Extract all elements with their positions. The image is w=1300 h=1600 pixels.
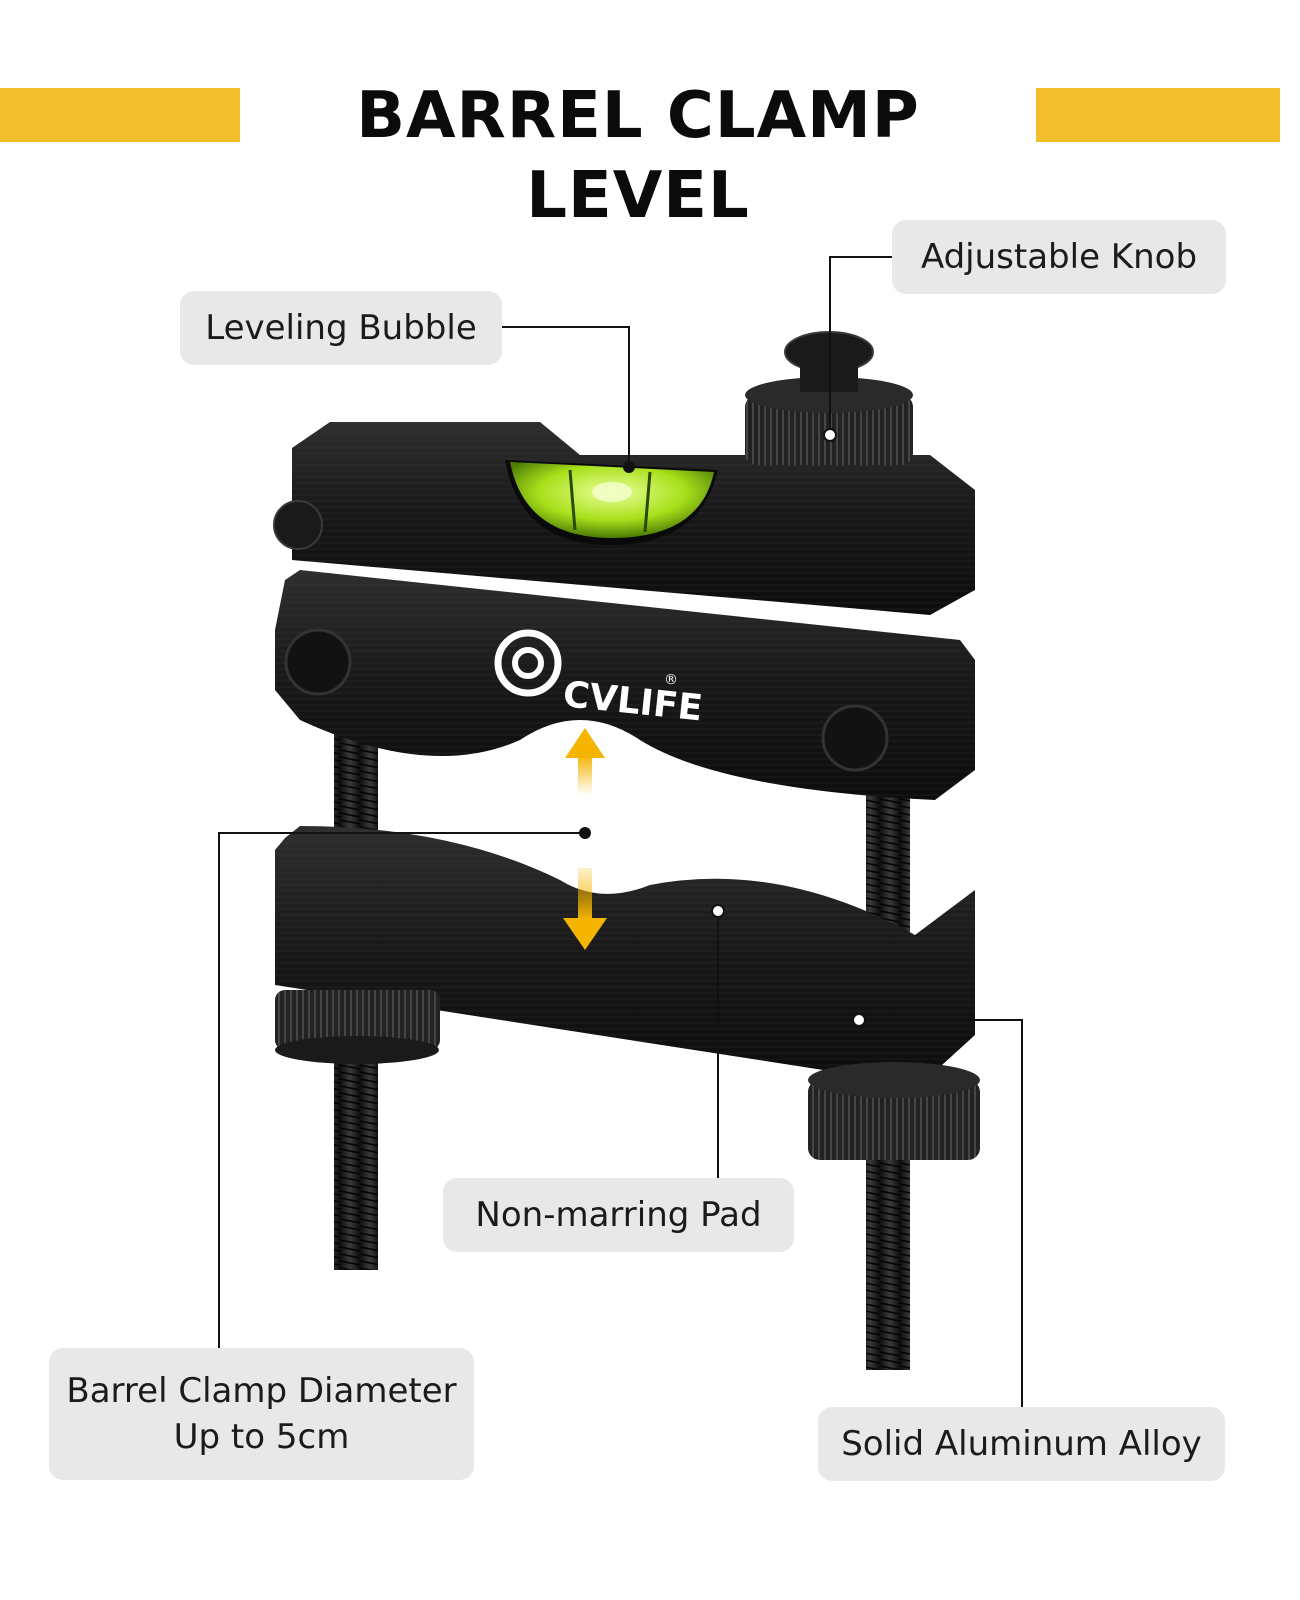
bottom-knob-right (808, 1062, 980, 1160)
callout-aluminum-alloy: Solid Aluminum Alloy (818, 1407, 1225, 1481)
leader-diameter (218, 832, 585, 1348)
callout-adjustable-knob: Adjustable Knob (892, 220, 1226, 294)
clamp-down-arrow (563, 868, 607, 950)
side-pin (273, 500, 323, 550)
leader-knob (829, 256, 892, 435)
leader-bubble (502, 326, 630, 467)
middle-jaw: CVLIFE ® (275, 570, 975, 800)
leader-alloy (859, 1019, 1023, 1407)
dot-knob (823, 428, 837, 442)
callout-non-marring-pad: Non-marring Pad (443, 1178, 794, 1252)
callout-non-marring-pad-text: Non-marring Pad (475, 1195, 762, 1235)
dot-diameter (579, 827, 591, 839)
callout-aluminum-alloy-text: Solid Aluminum Alloy (841, 1424, 1202, 1464)
bottom-jaw (275, 826, 975, 1085)
clamp-up-arrow (565, 728, 605, 795)
callout-clamp-diameter: Barrel Clamp Diameter Up to 5cm (49, 1348, 474, 1480)
screw-cap-left (284, 628, 352, 696)
screw-cap-right (821, 704, 889, 772)
callout-leveling-bubble-text: Leveling Bubble (205, 308, 477, 348)
accent-bar-left (0, 88, 240, 142)
accent-bar-right (1036, 88, 1280, 142)
dot-pad (711, 904, 725, 918)
callout-clamp-diameter-line1: Barrel Clamp Diameter (66, 1371, 457, 1411)
callout-dots (579, 428, 866, 1027)
callout-lines (218, 256, 1023, 1407)
top-level-block (273, 422, 975, 615)
callout-adjustable-knob-text: Adjustable Knob (920, 237, 1198, 277)
callout-clamp-diameter-line2: Up to 5cm (173, 1417, 350, 1457)
dot-alloy (852, 1013, 866, 1027)
dot-bubble (623, 461, 635, 473)
page-title: BARREL CLAMP LEVEL (356, 79, 920, 233)
brand-registered-mark: ® (664, 672, 678, 688)
bottom-knob-left (275, 990, 440, 1064)
callout-leveling-bubble: Leveling Bubble (180, 291, 502, 365)
